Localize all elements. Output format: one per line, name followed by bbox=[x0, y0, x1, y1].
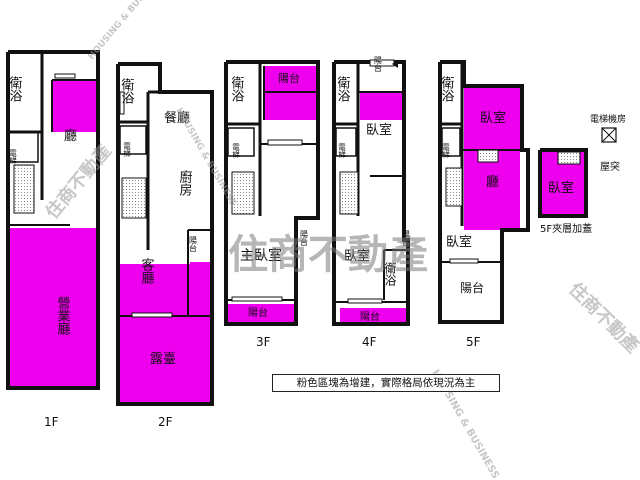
bedroom-mid-label: 臥室 bbox=[446, 234, 472, 250]
kitchen-label: 廚房 bbox=[177, 169, 193, 196]
floor-label: 2F bbox=[158, 415, 173, 429]
note: 粉色區塊為增建，實際格局依現況為主 bbox=[272, 374, 500, 392]
watermark: 住商不動產 住商不動產 住商不動產 HOUSING & BUSINESS HOU… bbox=[41, 0, 640, 480]
floor-label: 4F bbox=[362, 335, 377, 349]
elevator-shaft bbox=[7, 131, 39, 163]
floor-5f: 衛浴 電梯 臥室 廳 臥室 陽台 5F bbox=[438, 60, 530, 349]
balcony-top-label: 陽台 bbox=[278, 71, 300, 85]
window bbox=[54, 73, 76, 79]
floor-4f: 衛浴 電梯 陽台 臥室 臥室 衛浴 陽台 陽台 4F bbox=[332, 56, 411, 349]
staircase bbox=[13, 164, 35, 214]
floor-label: 3F bbox=[256, 335, 271, 349]
floor-3f: 衛浴 電梯 陽台 主臥室 陽台 陽台 3F bbox=[224, 60, 320, 349]
bath-label: 衛浴 bbox=[229, 76, 245, 102]
watermark-english-a: HOUSING & BUSINESS bbox=[87, 0, 166, 62]
elevator-label: 電梯 bbox=[122, 142, 131, 159]
mezzanine: 臥室 5F夾層加蓋 bbox=[538, 148, 592, 235]
balcony-side-label: 陽台 bbox=[300, 230, 309, 247]
balcony-bottom-label: 陽台 bbox=[248, 306, 268, 319]
watermark-brand-diag-left: 住商不動產 bbox=[41, 140, 116, 223]
bath-label: 衛浴 bbox=[335, 76, 351, 102]
roof: 電梯機房 屋突 bbox=[590, 113, 626, 173]
floor-label: 5F bbox=[466, 335, 481, 349]
mezzanine-label: 5F夾層加蓋 bbox=[540, 223, 592, 235]
balcony-arrow-icon bbox=[392, 60, 398, 68]
shop-label: 營業廳 bbox=[55, 296, 71, 336]
balcony-side-label: 陽台 bbox=[402, 230, 411, 247]
floor-2f: 衛浴 電梯 餐廳 廚房 客廳 陽台 露臺 2F bbox=[116, 62, 214, 429]
machine-room-label: 電梯機房 bbox=[590, 113, 626, 125]
hall-addition-fill bbox=[52, 80, 98, 132]
shop-addition-fill bbox=[8, 228, 98, 388]
bath-label: 衛浴 bbox=[119, 78, 135, 104]
elevator-label: 電梯 bbox=[8, 149, 17, 166]
terrace-label: 露臺 bbox=[150, 352, 176, 367]
bedroom-left-label: 臥室 bbox=[344, 248, 370, 264]
hall-label: 廳 bbox=[64, 128, 77, 144]
balcony-top-label: 陽台 bbox=[374, 56, 383, 73]
floor-label: 1F bbox=[44, 415, 59, 429]
balcony-bottom-label: 陽台 bbox=[360, 310, 380, 323]
bath-label: 衛浴 bbox=[439, 76, 455, 102]
balcony-label: 陽台 bbox=[460, 280, 484, 295]
floor-1f: 衛浴 電梯 廳 營業廳 1F bbox=[6, 50, 100, 429]
roof-protrusion-label: 屋突 bbox=[600, 160, 620, 173]
watermark-brand-center: 住商不動產 bbox=[228, 232, 428, 278]
master-bedroom-label: 主臥室 bbox=[240, 247, 282, 264]
bath-label: 衛浴 bbox=[7, 76, 23, 102]
balcony-label: 陽台 bbox=[189, 236, 198, 253]
elevator-label: 電梯 bbox=[231, 143, 240, 160]
elevator-label: 電梯 bbox=[441, 143, 450, 160]
watermark-brand-diag-right: 住商不動產 bbox=[564, 278, 640, 357]
mezzanine-bedroom-label: 臥室 bbox=[548, 180, 574, 196]
dining-label: 餐廳 bbox=[164, 110, 190, 126]
bath-mid-label: 衛浴 bbox=[383, 262, 397, 287]
elevator-label: 電梯 bbox=[337, 143, 346, 160]
bedroom-top-label: 臥室 bbox=[366, 122, 392, 138]
living-label: 客廳 bbox=[139, 257, 155, 285]
hall-label: 廳 bbox=[486, 174, 499, 190]
bedroom-top-label: 臥室 bbox=[480, 110, 506, 126]
